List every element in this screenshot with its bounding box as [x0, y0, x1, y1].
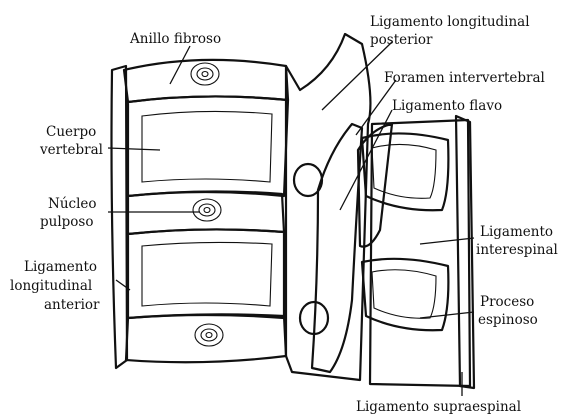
label-lig-long-anterior-1: Ligamento [24, 259, 97, 275]
vertebral-body-upper-core [142, 111, 272, 182]
spinous-process-lower-core [372, 270, 436, 319]
spinous-process-upper-core [372, 144, 436, 198]
label-nucleo-1: Núcleo [48, 196, 97, 212]
label-cuerpo-2: vertebral [39, 142, 103, 158]
label-nucleo-2: pulposo [40, 214, 93, 230]
posterior-longitudinal-ligament [312, 124, 362, 372]
label-ligamento-flavo: Ligamento flavo [392, 98, 502, 114]
label-lig-long-anterior-2: longitudinal [10, 278, 92, 294]
label-lig-supraespinal: Ligamento supraespinal [356, 399, 521, 415]
leader-lines [108, 42, 474, 396]
nucleus-pulposus-top [191, 63, 219, 85]
label-proceso-1: Proceso [480, 294, 534, 310]
nucleus-pulposus-middle [193, 199, 221, 221]
label-lig-long-posterior-1: Ligamento longitudinal [370, 14, 530, 30]
label-lig-interespinal-2: interespinal [476, 242, 558, 258]
label-lig-long-posterior-2: posterior [370, 32, 433, 48]
nucleus-pulposus-bottom [195, 324, 223, 346]
interspinous-ligament-region [370, 120, 470, 386]
label-lig-interespinal-1: Ligamento [480, 224, 553, 240]
label-proceso-2: espinoso [478, 312, 538, 328]
anterior-longitudinal-ligament [112, 66, 128, 368]
label-cuerpo-1: Cuerpo [46, 124, 96, 140]
vertebral-body-lower-core [142, 242, 272, 306]
label-lig-long-anterior-3: anterior [44, 297, 100, 313]
label-anillo-fibroso: Anillo fibroso [129, 31, 221, 47]
label-foramen-intervertebral: Foramen intervertebral [384, 70, 545, 86]
supraspinous-ligament [456, 116, 474, 388]
intervertebral-foramen-upper [294, 164, 322, 196]
disc-bottom [126, 314, 286, 362]
